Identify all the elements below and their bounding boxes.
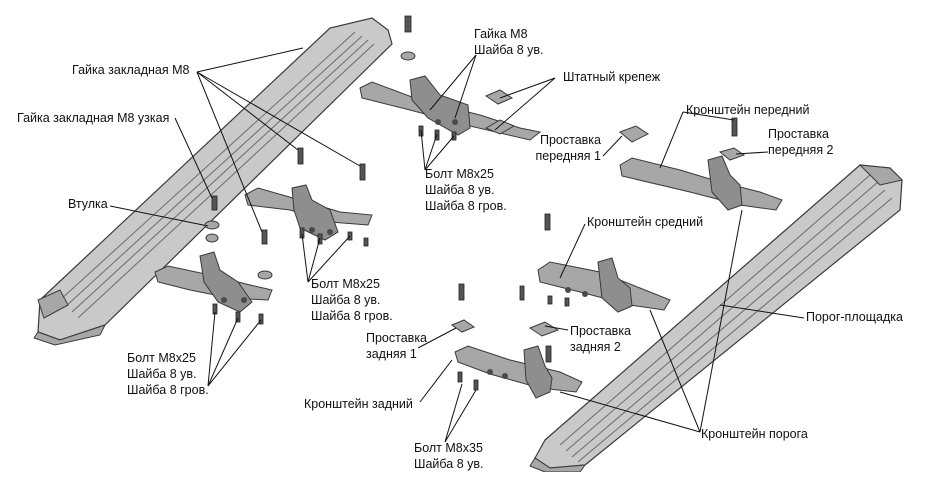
leader-lines xyxy=(109,47,805,443)
label-spacer-front-1: Проставка передняя 1 xyxy=(535,133,601,163)
label-nut-m8-embedded: Гайка закладная М8 xyxy=(72,63,190,77)
label-standard-fastener: Штатный крепеж xyxy=(563,70,661,84)
label-spacer-rear-1: Проставка задняя 1 xyxy=(366,331,428,361)
label-nut-m8-embedded-narrow: Гайка закладная М8 узкая xyxy=(17,111,170,125)
rear-spacers xyxy=(450,283,560,363)
bracket-front xyxy=(619,117,783,211)
bracket-rear xyxy=(454,345,583,399)
nut-embedded-parts xyxy=(204,147,366,280)
right-step-platform xyxy=(529,164,903,473)
label-sill-bracket: Кронштейн порога xyxy=(701,427,808,441)
label-bolt-bottom-left: Болт М8х25 Шайба 8 ув. Шайба 8 гров. xyxy=(127,351,209,397)
label-bracket-front: Кронштейн передний xyxy=(686,103,810,117)
bracket-middle xyxy=(519,213,671,313)
label-bracket-rear: Кронштейн задний xyxy=(304,397,413,411)
bracket-mid-left xyxy=(244,184,373,247)
standard-fastener-plates xyxy=(484,89,516,135)
left-step-platform xyxy=(33,17,393,346)
label-spacer-rear-2: Проставка задняя 2 xyxy=(570,324,632,354)
label-bolt-mid-left: Болт М8х25 Шайба 8 ув. Шайба 8 гров. xyxy=(311,277,393,323)
label-bushing: Втулка xyxy=(68,197,108,211)
label-step-platform: Порог-площадка xyxy=(806,310,903,324)
label-nut-m8: Гайка М8 Шайба 8 ув. xyxy=(474,27,544,57)
label-bolt-m8x35: Болт М8х35 Шайба 8 ув. xyxy=(414,441,484,471)
bracket-bottom-left xyxy=(154,251,273,325)
label-bracket-middle: Кронштейн средний xyxy=(587,215,704,229)
label-spacer-front-2: Проставка передняя 2 xyxy=(768,127,834,157)
nut-top-1 xyxy=(400,15,416,61)
label-bolt-top-center: Болт М8х25 Шайба 8 ув. Шайба 8 гров. xyxy=(425,167,507,213)
